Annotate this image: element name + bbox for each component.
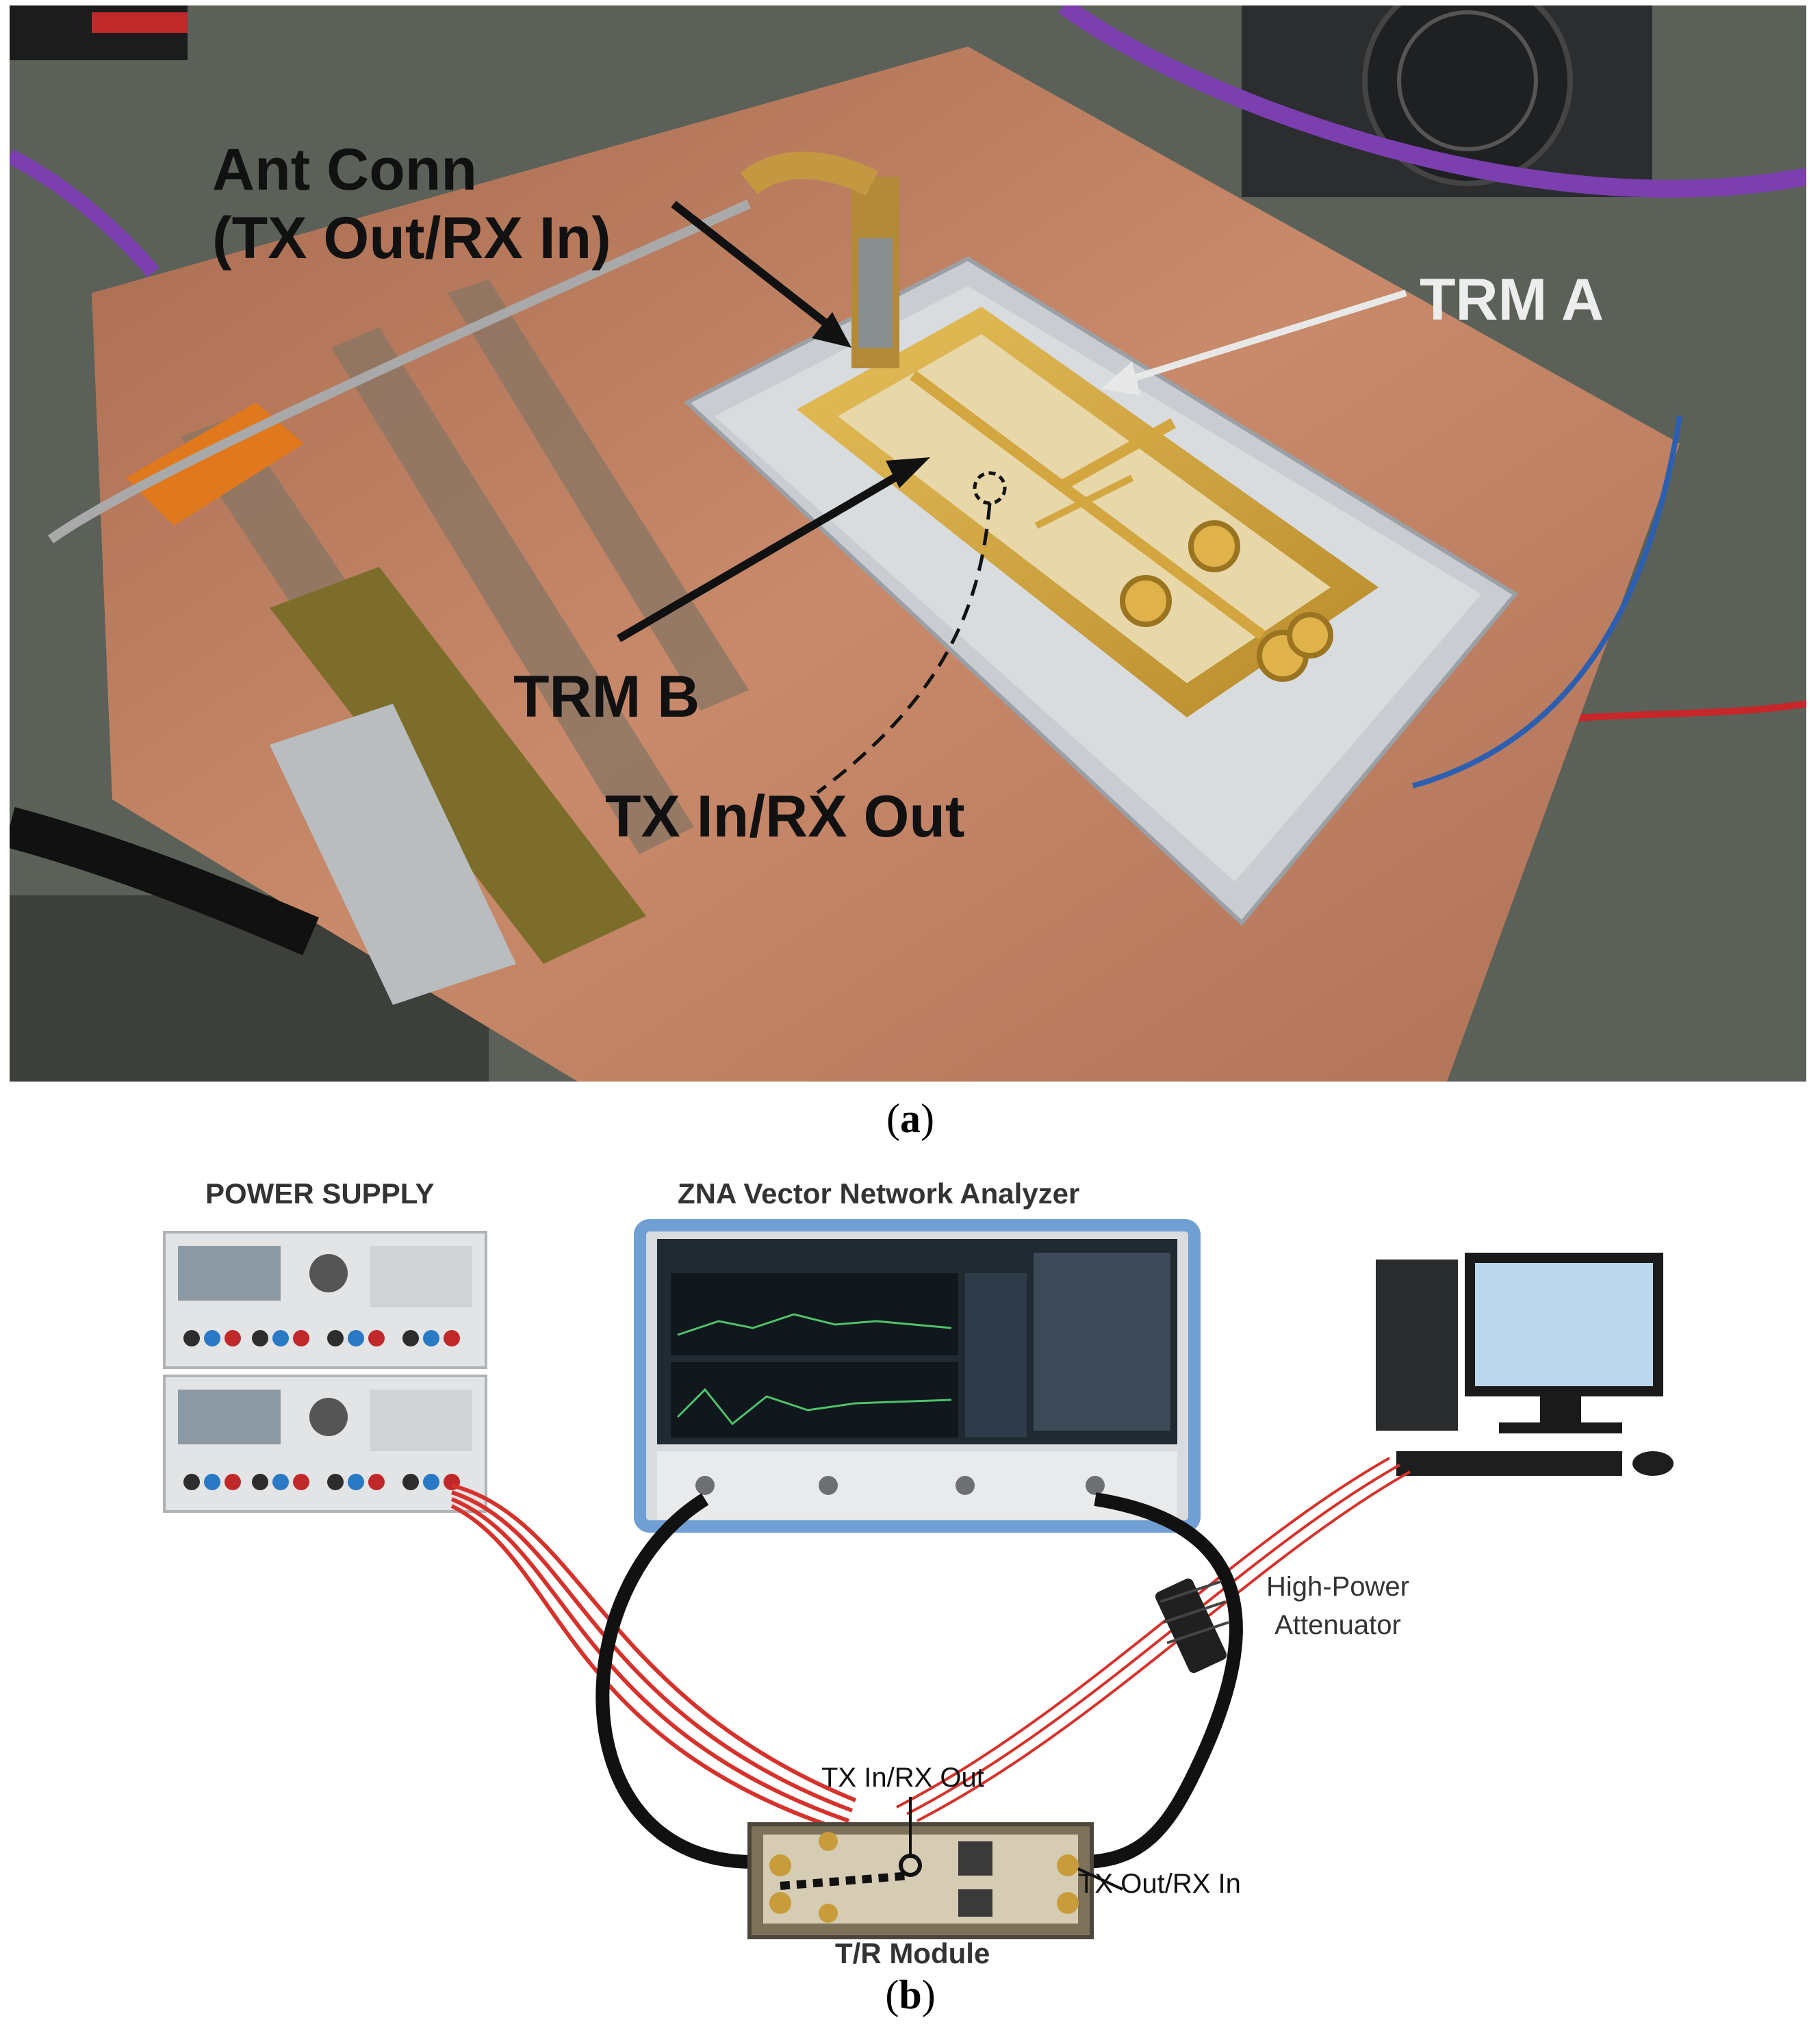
caption-a: (a) [886, 1096, 934, 1141]
measurement-setup-illustration [163, 1219, 1674, 1939]
control-pc [1376, 1253, 1674, 1476]
ant-conn-label-line2: (TX Out/RX In) [212, 205, 611, 271]
caption-b: (b) [885, 1972, 936, 2017]
test-setup-photo: Ant Conn (TX Out/RX In) TRM A TRM B TX I… [4, 0, 1808, 1082]
tx-in-rx-out-label: TX In/RX Out [605, 784, 965, 850]
attenuator-label: High-Power Attenuator [1266, 1568, 1409, 1644]
attenuator-label-line2: Attenuator [1274, 1610, 1401, 1640]
tx-out-rx-in-diagram-label: TX Out/RX In [1078, 1869, 1241, 1899]
trm-a-label: TRM A [1420, 267, 1604, 333]
attenuator-label-line1: High-Power [1266, 1572, 1409, 1602]
test-fixture-photo-image [4, 0, 1808, 1082]
ant-conn-label: Ant Conn (TX Out/RX In) [212, 136, 611, 272]
ant-conn-label-line1: Ant Conn [212, 137, 477, 203]
power-supply-units [163, 1231, 487, 1513]
measurement-setup-diagram: POWER SUPPLY ZNA Vector Network Analyzer… [137, 1164, 1684, 1971]
caption-b-letter: b [899, 1972, 922, 2017]
tx-in-rx-out-diagram-label: TX In/RX Out [821, 1763, 984, 1793]
vna-label: ZNA Vector Network Analyzer [678, 1177, 1080, 1210]
caption-a-letter: a [900, 1096, 921, 1141]
tr-module-body [747, 1822, 1094, 1939]
tr-module-label: T/R Module [835, 1937, 990, 1969]
vna-instrument [634, 1219, 1201, 1533]
power-supply-label: POWER SUPPLY [205, 1177, 435, 1210]
attenuator-body [1155, 1579, 1229, 1673]
trm-b-label: TRM B [513, 664, 700, 730]
